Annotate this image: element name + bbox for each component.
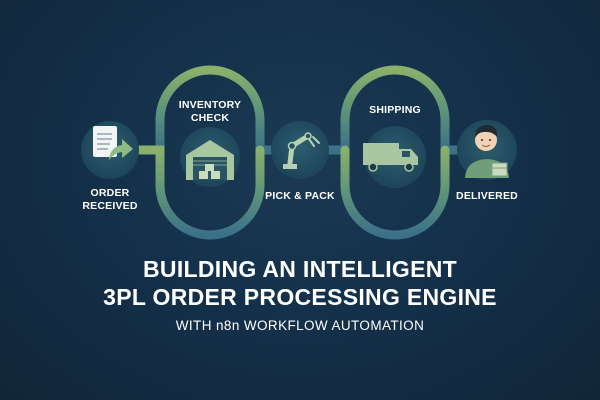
- step-label-line: DELIVERED: [456, 190, 518, 202]
- step-label-line: PICK & PACK: [265, 190, 335, 202]
- step-delivered: [457, 120, 517, 180]
- step-label-line: RECEIVED: [82, 200, 138, 212]
- step-label-delivered: DELIVERED: [447, 190, 527, 203]
- step-label-shipping: SHIPPING: [355, 104, 435, 117]
- person-with-box-icon: [465, 125, 509, 178]
- step-label-order-received: ORDER RECEIVED: [78, 187, 142, 213]
- step-shipping: [363, 126, 426, 188]
- step-label-line: CHECK: [190, 112, 230, 124]
- title-line-1: BUILDING AN INTELLIGENT: [143, 256, 457, 282]
- step-label-line: ORDER: [90, 187, 130, 199]
- robotic-arm-icon: [283, 132, 320, 169]
- subtitle: WITH n8n WORKFLOW AUTOMATION: [175, 318, 425, 333]
- step-label-pick-and-pack: PICK & PACK: [260, 190, 340, 203]
- step-order-received: [81, 121, 139, 179]
- title-line-2: 3PL ORDER PROCESSING ENGINE: [103, 284, 497, 310]
- step-label-line: SHIPPING: [369, 104, 421, 116]
- step-label-inventory-check: INVENTORY CHECK: [170, 99, 250, 125]
- step-label-line: INVENTORY: [178, 99, 242, 111]
- step-inventory-check: [180, 127, 240, 187]
- truck-icon: [363, 143, 418, 172]
- document-arrow-icon: [93, 126, 133, 160]
- warehouse-icon: [186, 140, 234, 180]
- step-pick-and-pack: [271, 121, 329, 179]
